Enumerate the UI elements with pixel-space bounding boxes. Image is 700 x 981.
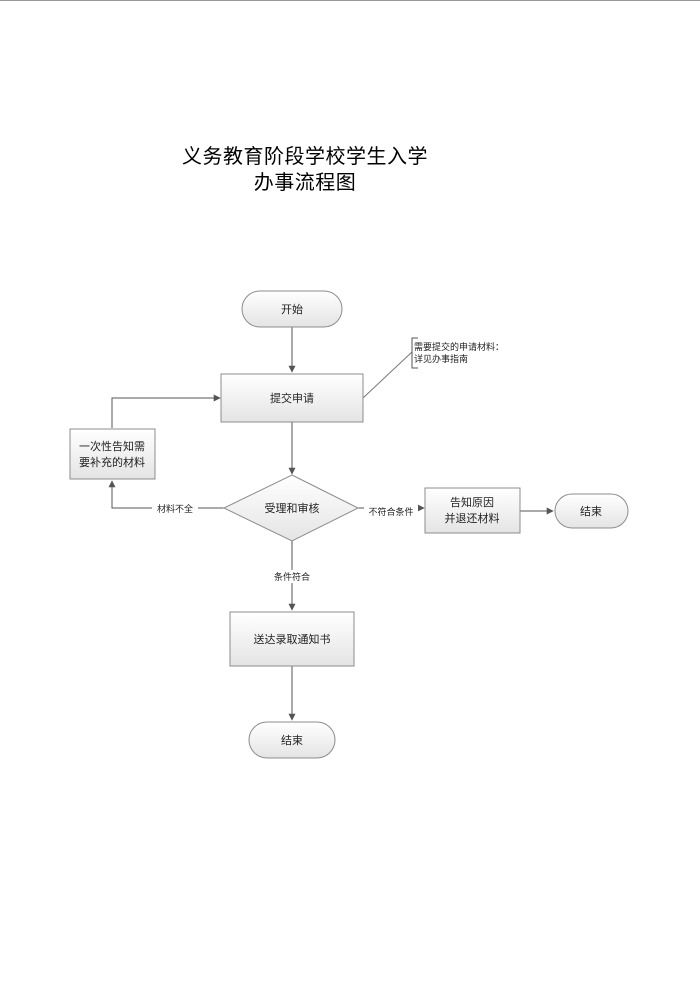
end-terminal-right [554, 493, 629, 529]
end-right-label: 结束 [580, 505, 602, 518]
review-label: 受理和审核 [265, 501, 320, 515]
inform-return-box [424, 487, 521, 534]
submit-label: 提交申请 [270, 391, 314, 405]
title-line-1: 义务教育阶段学校学生入学 [182, 144, 428, 168]
edge-label-incomplete: 材料不全 [157, 503, 193, 515]
annotation-line-2: 详见办事指南 [414, 353, 468, 365]
start-terminal [241, 290, 343, 328]
inform-return-line-1: 告知原因 [450, 495, 494, 509]
not-eligible-label-bg [364, 505, 418, 518]
annotation-line-1: 需要提交的申请材料： [414, 341, 504, 353]
annotation-leader-line [362, 351, 413, 399]
deliver-label: 送达录取通知书 [254, 632, 331, 646]
arrow-notify-to-submit [111, 394, 221, 428]
notify-supplement-box [69, 428, 156, 480]
review-decision-diamond [222, 474, 360, 542]
deliver-notice-box [229, 611, 355, 667]
end-bottom-label: 结束 [281, 734, 303, 747]
submit-process-box [220, 373, 364, 423]
inform-return-line-2: 并退还材料 [445, 511, 500, 525]
page-title: 义务教育阶段学校学生入学 办事流程图 [0, 143, 610, 195]
notify-supplement-line-1: 一次性告知需 [79, 439, 145, 453]
eligible-label-bg [268, 570, 316, 583]
end-terminal-bottom [248, 721, 336, 759]
incomplete-label-bg [152, 502, 198, 515]
notify-supplement-line-2: 要补充的材料 [79, 455, 145, 469]
title-line-2: 办事流程图 [253, 170, 357, 194]
edge-label-not-eligible: 不符合条件 [368, 506, 413, 518]
start-label: 开始 [281, 302, 303, 316]
annotation-bracket [411, 337, 418, 369]
edge-label-eligible: 条件符合 [274, 571, 310, 583]
top-border-line [0, 0, 700, 1]
